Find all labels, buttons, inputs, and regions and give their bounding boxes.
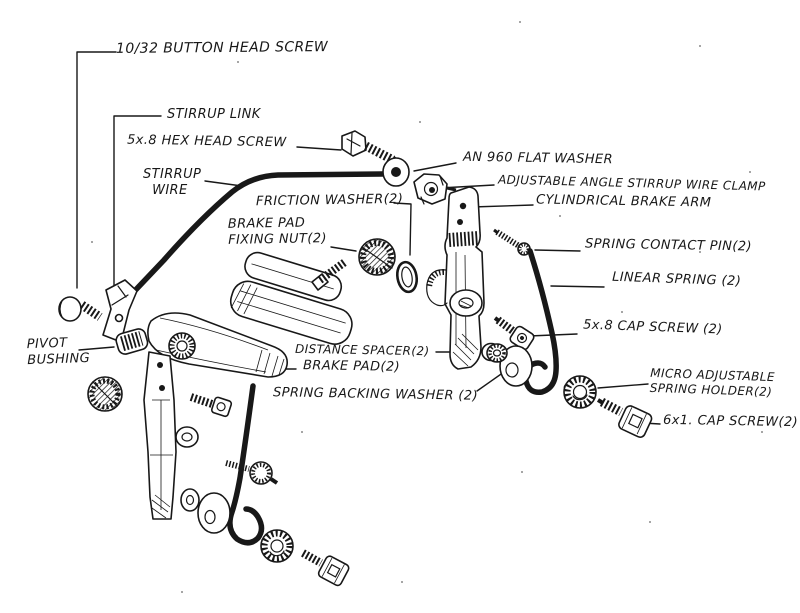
stirrup-link-drawing [102,279,138,343]
label-pivot-bushing: PIVOT BUSHING [26,335,91,369]
linear-spring-drawing [522,248,559,396]
cap-screw-5x8-drawing [493,316,535,351]
stirrup-wire-drawing [125,171,387,301]
label-brake-pad-fixing-nut: BRAKE PAD FIXING NUT(2) [227,215,328,249]
wire-clamp-drawing [413,173,457,205]
label-brake-pad: BRAKE PAD(2) [302,358,401,375]
backing-washer-left-drawing [197,492,231,534]
flat-washer-drawing [382,157,410,187]
spring-holder-drawing [563,375,597,409]
spring-backing-washer-drawing [499,345,533,387]
spring-contact-pin-drawing [493,228,531,256]
spring-holder-left-drawing [260,529,294,563]
hex-head-screw-drawing [341,130,399,164]
label-cylindrical-brake-arm: CYLINDRICAL BRAKE ARM [535,192,712,211]
label-friction-washer: FRICTION WASHER(2) [255,191,404,210]
linear-spring-left-drawing [227,383,265,546]
small-washer-left-drawing [180,488,200,512]
fixing-nut-middle-drawing [358,238,396,276]
fixing-nut-left-drawing [87,376,123,412]
label-stirrup-link: STIRRUP LINK [167,107,261,122]
pivot-bushing-drawing [115,328,149,355]
scan-speckles [91,21,763,593]
label-distance-spacer: DISTANCE SPACER(2) [294,341,430,359]
distance-spacer-drawing [486,343,508,363]
button-head-screw-drawing [58,296,103,322]
brake-pad-drawing [229,251,353,345]
label-flat-washer: AN 960 FLAT WASHER [462,149,614,168]
label-cap-screw-6x1: 6x1. CAP SCREW(2) [662,412,799,431]
cap-screw-6x1-drawing [596,398,653,438]
label-spring-contact-pin: SPRING CONTACT PIN(2) [584,236,753,255]
right-brake-arm-drawing [426,186,485,370]
label-button-head-screw: 10/32 BUTTON HEAD SCREW [115,39,329,57]
friction-washer-drawing [395,260,419,294]
label-stirrup-wire: STIRRUP WIRE [143,167,202,199]
label-micro-spring-holder: MICRO ADJUSTABLE SPRING HOLDER(2) [649,365,776,400]
cap-screw-bottom-left-drawing [301,549,350,587]
left-brake-arm-drawing [143,312,289,520]
label-hex-head-screw: 5x.8 HEX HEAD SCREW [126,132,287,151]
pin-holder-left-drawing [225,460,279,485]
cap-screw-left-drawing [189,393,233,418]
